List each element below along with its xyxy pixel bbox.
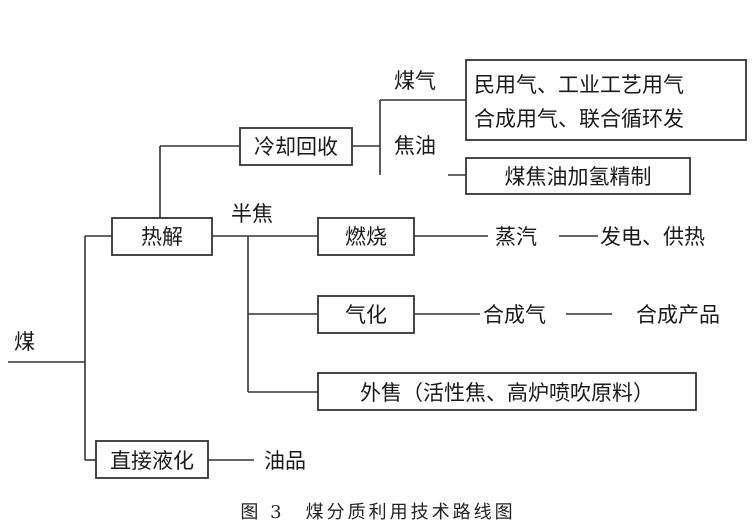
gas-uses-line1: 民用气、工业工艺用气 bbox=[474, 73, 684, 97]
gas-uses-box bbox=[465, 59, 747, 141]
combustion-box bbox=[317, 217, 415, 256]
semi-coke-label: 半焦 bbox=[231, 202, 273, 226]
power-heat-label: 发电、供热 bbox=[600, 225, 705, 249]
figure-caption: 图 3 煤分质利用技术路线图 bbox=[240, 502, 515, 523]
direct-liquefaction-box bbox=[95, 440, 209, 479]
sale-box bbox=[317, 372, 697, 411]
synthesis-products-label: 合成产品 bbox=[636, 303, 720, 327]
tar-hydrogenation-box bbox=[465, 157, 691, 195]
sale-label: 外售（活性焦、高炉喷吹原料） bbox=[360, 381, 654, 405]
gas-uses-line2: 合成用气、联合循环发 bbox=[474, 107, 684, 131]
oil-products-label: 油品 bbox=[264, 449, 306, 473]
cooling-recovery-label: 冷却回收 bbox=[254, 135, 338, 159]
gasification-box bbox=[317, 295, 415, 334]
pyrolysis-label: 热解 bbox=[141, 225, 183, 249]
tar-hydrogenation-label: 煤焦油加氢精制 bbox=[505, 165, 652, 189]
combustion-label: 燃烧 bbox=[345, 225, 387, 249]
direct-liquefaction-label: 直接液化 bbox=[110, 449, 194, 473]
pyrolysis-box bbox=[111, 217, 213, 256]
gas-label: 煤气 bbox=[394, 69, 436, 93]
syngas-label: 合成气 bbox=[483, 303, 546, 327]
connector-lines bbox=[8, 99, 612, 461]
steam-label: 蒸汽 bbox=[495, 225, 537, 249]
tar-label: 焦油 bbox=[394, 134, 436, 158]
gasification-label: 气化 bbox=[345, 303, 387, 327]
cooling-recovery-box bbox=[239, 127, 353, 166]
coal-label: 煤 bbox=[14, 330, 35, 354]
